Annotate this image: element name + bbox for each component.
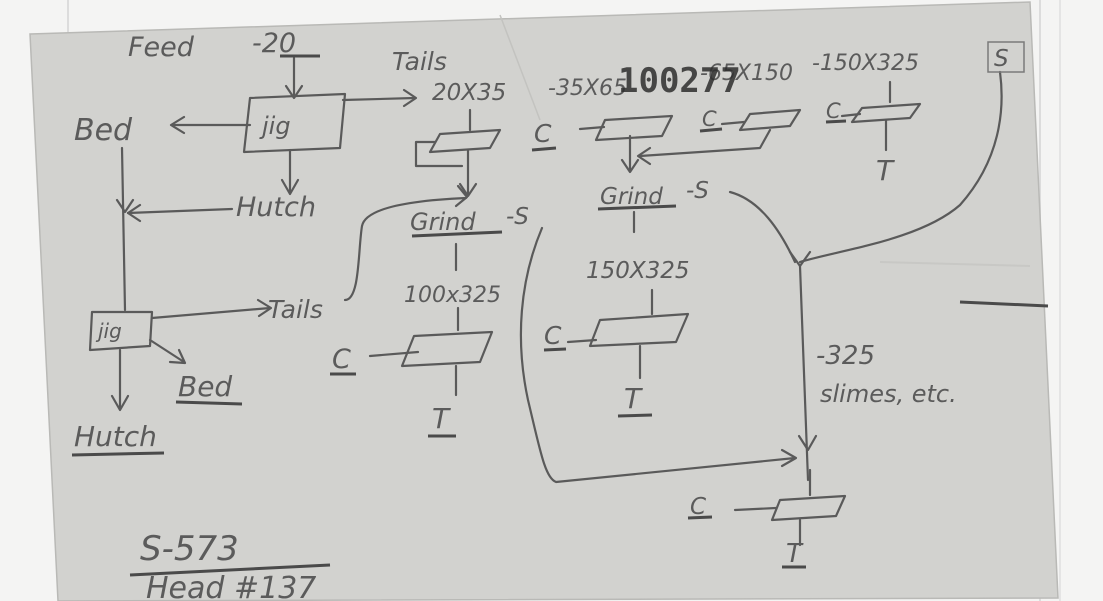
screen-4 — [850, 102, 922, 124]
label-grind-2: Grind — [600, 184, 663, 210]
flow-lines — [88, 56, 1049, 547]
index-card — [29, 1, 1059, 601]
label-c-1: C — [534, 119, 552, 148]
label-bed-2: Bed — [178, 370, 232, 403]
label-65x150: -65X150 — [700, 61, 793, 86]
screen-150x325 — [588, 312, 690, 348]
jig-1-box — [242, 92, 347, 154]
label-jig-1: jig — [259, 112, 291, 140]
stamp-number: 100277 — [618, 61, 741, 101]
label-grind-2-s: -S — [686, 178, 709, 204]
label-c-5: C — [544, 321, 562, 350]
label-s-top: S — [994, 46, 1009, 72]
jig-2-box — [88, 310, 154, 352]
label-100x325: 100x325 — [404, 283, 501, 308]
label-t-3: T — [624, 382, 643, 415]
label-hutch-1: Hutch — [236, 192, 316, 223]
label-feed: Feed — [128, 32, 195, 63]
label-bed-1: Bed — [74, 113, 133, 148]
label-c-2: C — [702, 107, 717, 131]
screen-final — [770, 494, 847, 522]
label-150x325-top: -150X325 — [812, 51, 919, 76]
label-t-1: T — [876, 154, 895, 187]
label-head-no: Head #137 — [146, 571, 316, 601]
screen-100x325 — [400, 330, 494, 368]
label-35x65: -35X65 — [548, 76, 627, 101]
label-20x35: 20X35 — [432, 80, 506, 106]
diagram-labels: Feed -20 jig Bed Hutch Tails jig Tails B… — [74, 28, 1025, 601]
label-grind-1: Grind — [410, 208, 476, 236]
label-feed-size: -20 — [252, 28, 296, 59]
label-c-6: C — [690, 494, 706, 520]
label-t-4: T — [786, 539, 804, 569]
label-jig-2: jig — [95, 319, 122, 343]
label-slimes: slimes, etc. — [820, 380, 957, 408]
label-minus-325: -325 — [816, 341, 875, 371]
screen-2 — [594, 114, 674, 142]
label-150x325: 150X325 — [586, 258, 690, 284]
screen-3 — [738, 108, 802, 132]
label-c-3: C — [826, 99, 841, 123]
label-t-2: T — [432, 402, 451, 435]
label-c-4: C — [332, 344, 351, 375]
label-tails-1: Tails — [392, 47, 447, 76]
screen-1 — [428, 128, 502, 154]
label-hutch-2: Hutch — [74, 420, 157, 453]
label-tails-2: Tails — [268, 295, 323, 324]
underlines — [71, 119, 847, 577]
label-grind-1-s: -S — [506, 204, 529, 230]
label-sample-no: S-573 — [140, 529, 239, 569]
